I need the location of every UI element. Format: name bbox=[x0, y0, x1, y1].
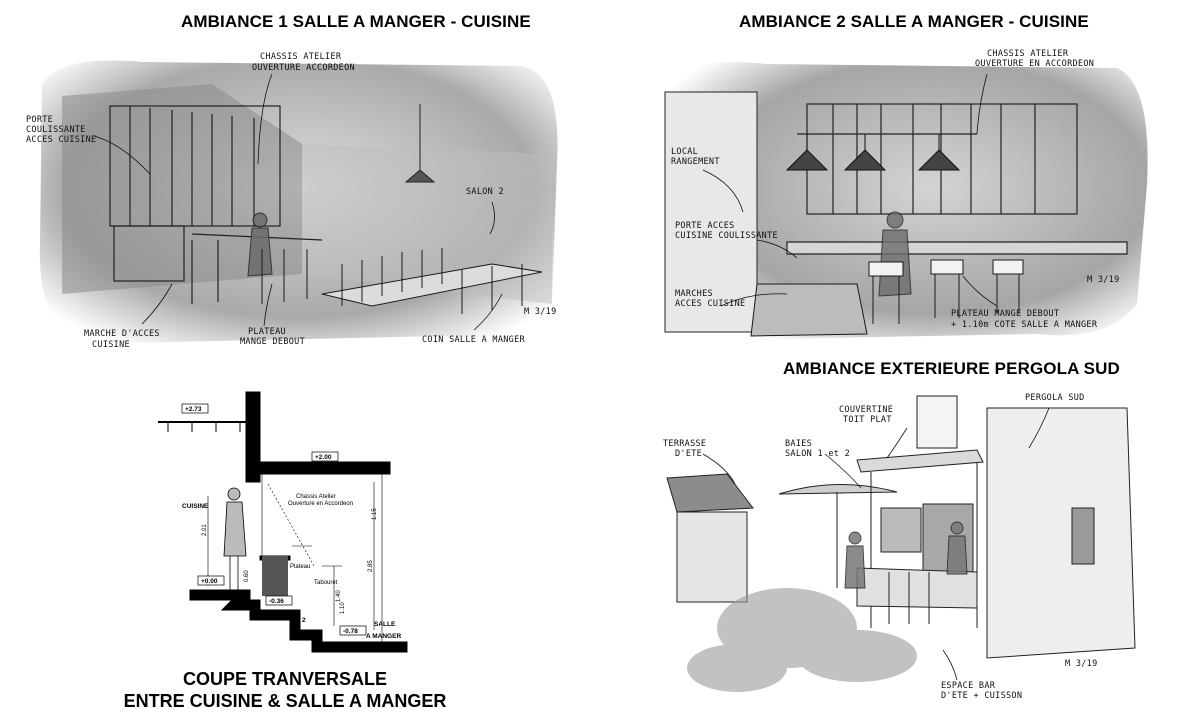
title-ambiance-2: AMBIANCE 2 SALLE A MANGER - CUISINE bbox=[739, 12, 1089, 31]
label-salle-2: A MANGER bbox=[366, 633, 401, 640]
label-baies-2: SALON 1 et 2 bbox=[785, 449, 850, 459]
dim-285: 2.85 bbox=[368, 560, 374, 572]
coupe-title-line-2: ENTRE CUISINE & SALLE A MANGER bbox=[123, 691, 447, 711]
label-porte2-2: CUISINE COULISSANTE bbox=[675, 231, 778, 241]
label-chassis-section-1: Chassis Atelier bbox=[296, 494, 336, 500]
level-bottom: -0.78 bbox=[343, 628, 358, 635]
label-chassis2-2: OUVERTURE EN ACCORDEON bbox=[975, 59, 1094, 69]
level-step: -0.36 bbox=[269, 598, 284, 605]
label-chassis2-1: CHASSIS ATELIER bbox=[987, 49, 1069, 59]
label-marches-1: MARCHES bbox=[675, 289, 713, 299]
label-porte-2: COULISSANTE bbox=[26, 125, 86, 135]
label-porte2-1: PORTE ACCES bbox=[675, 221, 735, 231]
label-plateau2-2: + 1.10m COTE SALLE A MANGER bbox=[951, 320, 1098, 330]
label-cuisine: CUISINE bbox=[182, 503, 209, 510]
sketch-ambiance-1: CHASSIS ATELIER OUVERTURE ACCORDEON PORT… bbox=[22, 44, 570, 352]
step-2: 2 bbox=[302, 617, 306, 624]
label-chassis-section-2: Ouverture en Accordeon bbox=[288, 501, 353, 507]
label-couvertine-1: COUVERTINE bbox=[839, 405, 893, 415]
dim-115: 1.15 bbox=[372, 508, 378, 520]
level-mid: +2.00 bbox=[315, 454, 332, 461]
label-marches-2: ACCES CUISINE bbox=[675, 299, 745, 309]
label-salon: SALON 2 bbox=[466, 187, 504, 197]
coupe-title-line-1: COUPE TRANVERSALE bbox=[182, 669, 388, 689]
label-chassis-2: OUVERTURE ACCORDEON bbox=[252, 63, 355, 73]
label-local-1: LOCAL bbox=[671, 147, 698, 157]
label-tabouret: Tabouret bbox=[314, 580, 338, 586]
level-left: +0.00 bbox=[201, 578, 218, 585]
label-porte-1: PORTE bbox=[26, 115, 53, 125]
label-espace-2: D'ETE + CUISSON bbox=[941, 691, 1022, 701]
level-top: +2.73 bbox=[185, 406, 202, 413]
label-plateau2-1: PLATEAU MANGE DEBOUT bbox=[951, 309, 1059, 319]
label-marche-2: CUISINE bbox=[92, 340, 130, 350]
label-marche-1: MARCHE D'ACCES bbox=[84, 329, 160, 339]
label-plateau-2: MANGE DEBOUT bbox=[240, 337, 305, 347]
label-plateau-section: Plateau bbox=[290, 564, 310, 570]
label-terrasse-2: D'ETE bbox=[675, 449, 702, 459]
dim-140: 1.40 bbox=[336, 590, 342, 602]
title-ambiance-exterieure: AMBIANCE EXTERIEURE PERGOLA SUD bbox=[783, 359, 1120, 378]
signature-3: M 3/19 bbox=[1065, 659, 1098, 669]
label-baies-1: BAIES bbox=[785, 439, 812, 449]
coupe-title: COUPE TRANVERSALE ENTRE CUISINE & SALLE … bbox=[110, 668, 460, 712]
sketch-pergola: COUVERTINE TOIT PLAT PERGOLA SUD TERRASS… bbox=[657, 388, 1157, 710]
label-plateau-1: PLATEAU bbox=[248, 327, 286, 337]
signature-2: M 3/19 bbox=[1087, 275, 1120, 285]
label-porte-3: ACCES CUISINE bbox=[26, 135, 96, 145]
dim-201: 2.01 bbox=[202, 524, 208, 536]
label-salle-1: SALLE bbox=[374, 621, 396, 628]
dim-110: 1.10 bbox=[340, 602, 346, 614]
label-coin: COIN SALLE A MANGER bbox=[422, 335, 526, 345]
label-espace-1: ESPACE BAR bbox=[941, 681, 996, 691]
section-drawing: +2.73 +2.00 +0.00 -0.36 -0.78 CUISINE Ch… bbox=[22, 386, 570, 658]
label-chassis-1: CHASSIS ATELIER bbox=[260, 52, 342, 62]
step-4: 4 bbox=[254, 599, 258, 606]
label-couvertine-2: TOIT PLAT bbox=[843, 415, 892, 425]
label-pergola: PERGOLA SUD bbox=[1025, 393, 1085, 403]
signature-1: M 3/19 bbox=[524, 307, 557, 317]
step-1: 1 bbox=[238, 603, 242, 610]
dim-060: 0.60 bbox=[244, 570, 250, 582]
title-ambiance-1: AMBIANCE 1 SALLE A MANGER - CUISINE bbox=[181, 12, 531, 31]
label-local-2: RANGEMENT bbox=[671, 157, 720, 167]
sketch-ambiance-2: CHASSIS ATELIER OUVERTURE EN ACCORDEON L… bbox=[657, 44, 1157, 352]
label-terrasse-1: TERRASSE bbox=[663, 439, 706, 449]
